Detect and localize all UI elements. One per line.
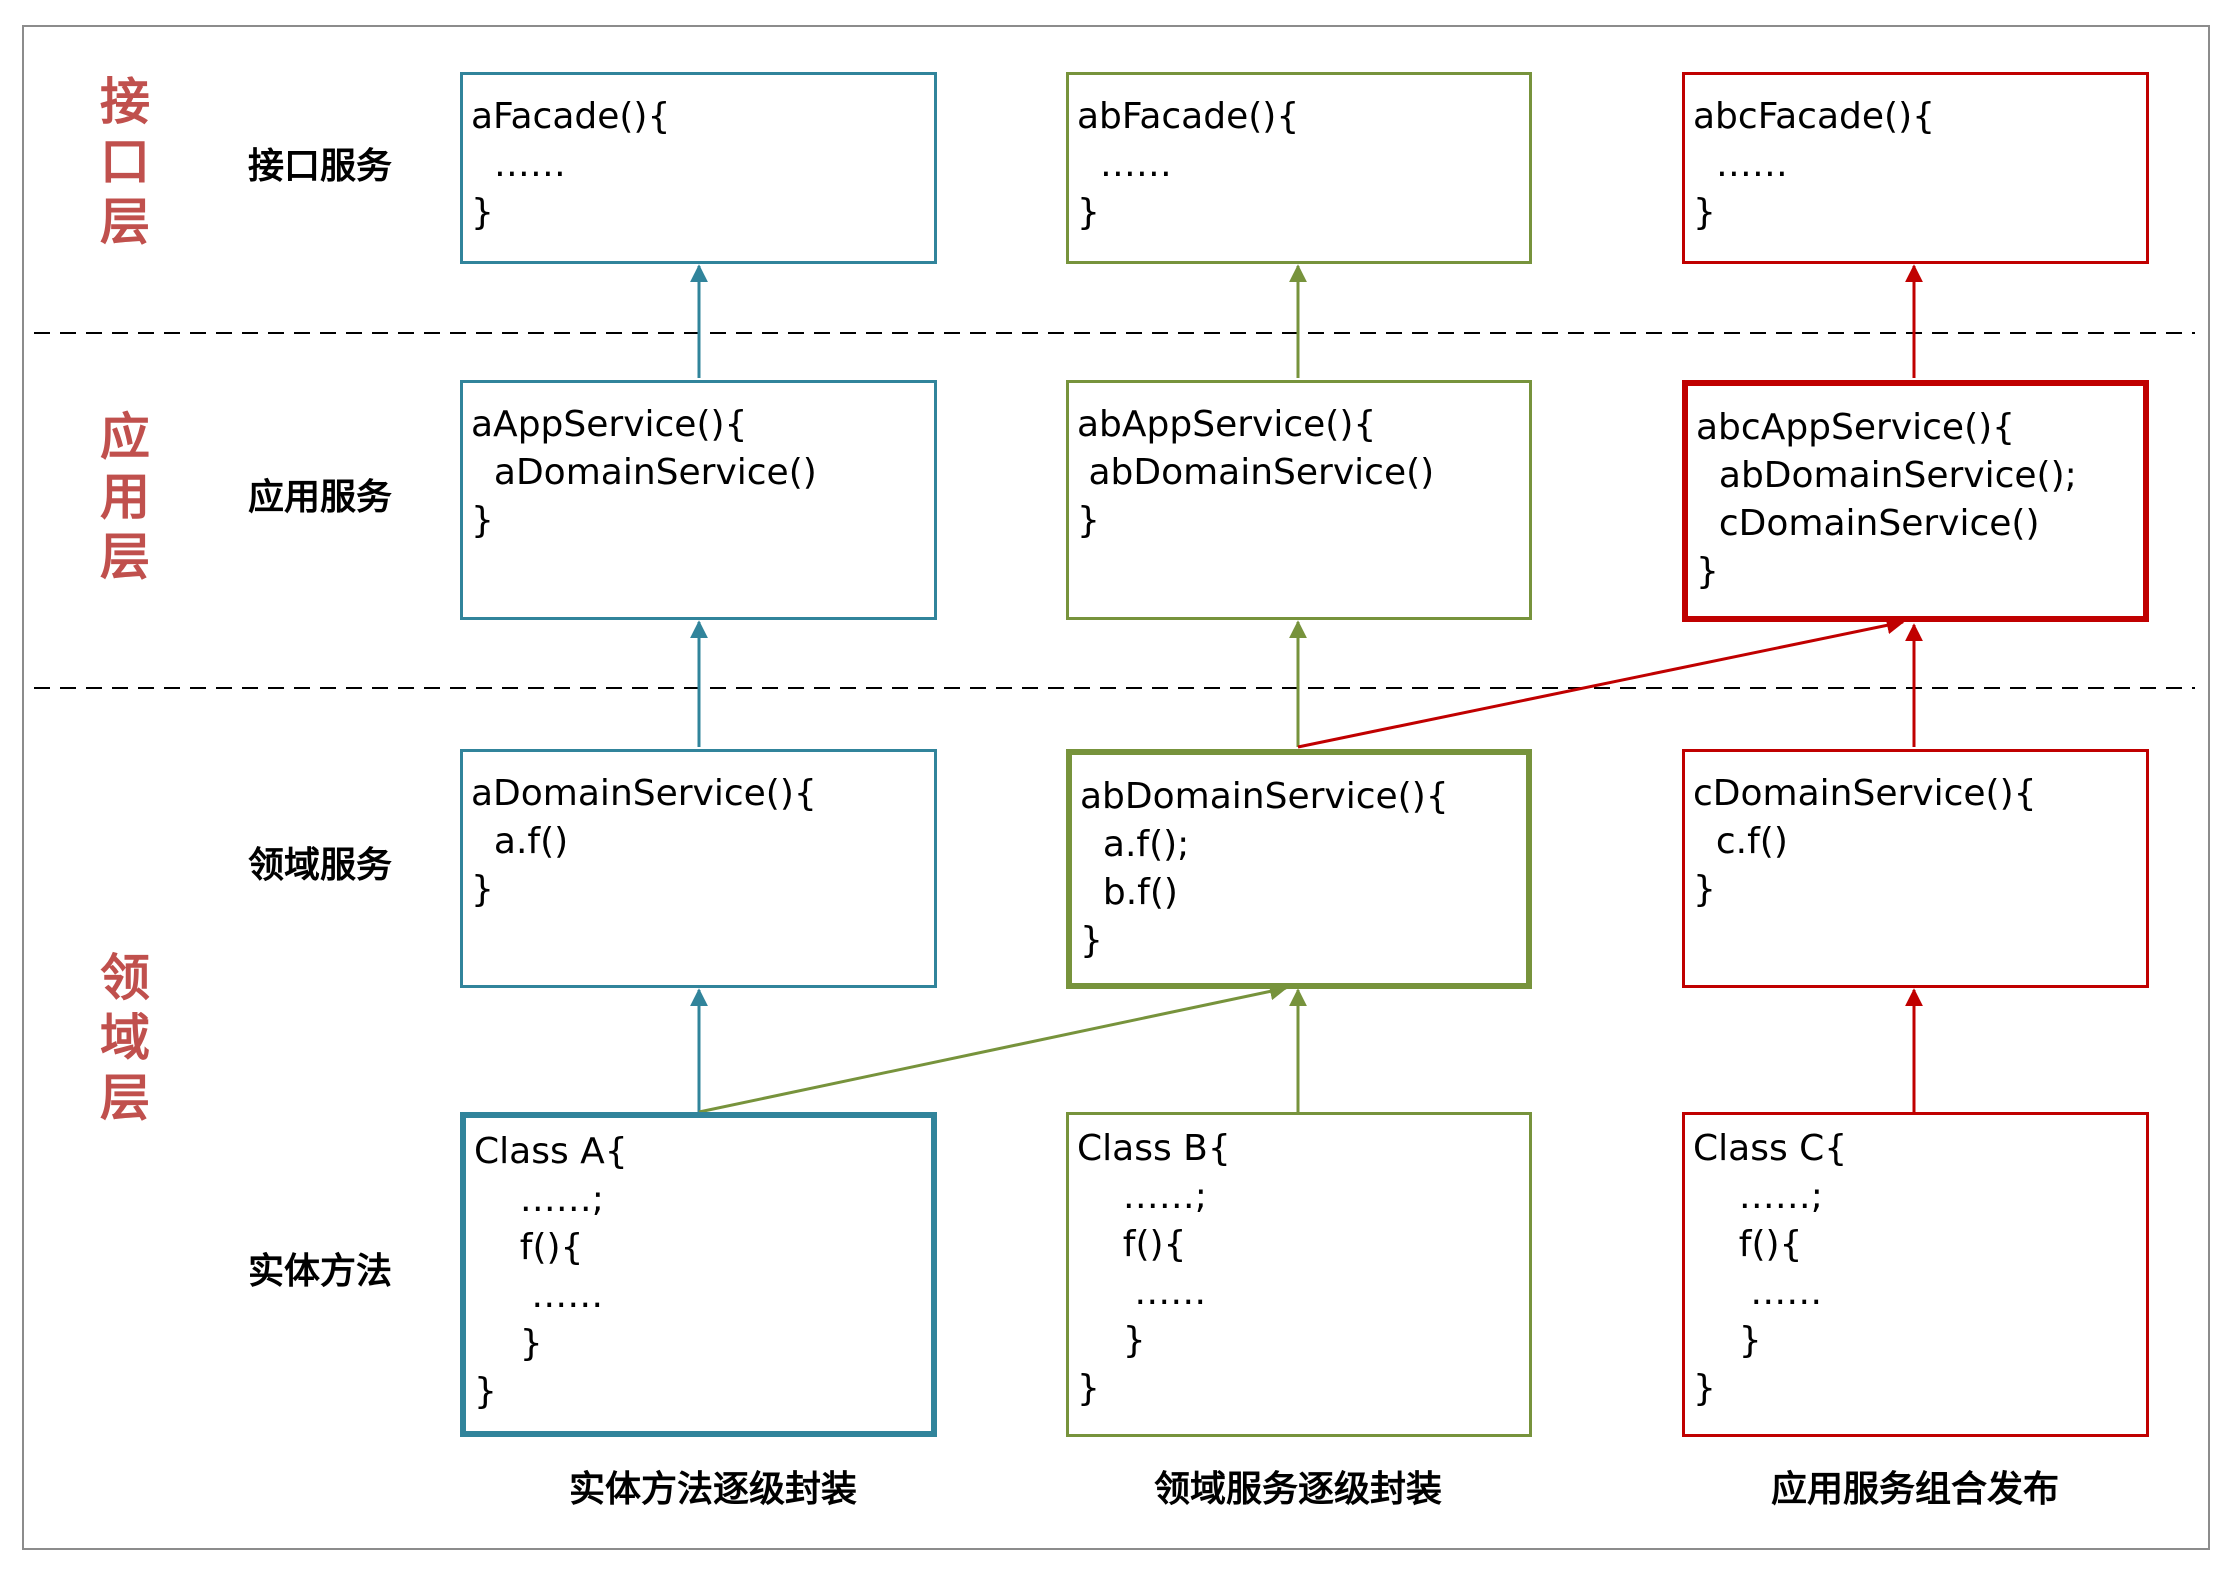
caption-column-c: 应用服务组合发布 bbox=[1770, 1469, 2059, 1510]
box-a-domain-service: aDomainService(){ a.f() } bbox=[460, 749, 937, 988]
diagram-frame bbox=[22, 25, 2210, 1550]
box-a-app-service: aAppService(){ aDomainService() } bbox=[460, 380, 937, 620]
arrow-a-entity-to-b-domain bbox=[698, 982, 1288, 1114]
box-c-app-service: abcAppService(){ abDomainService(); cDom… bbox=[1682, 380, 2149, 622]
layer-label-interface: 接 口 层 bbox=[100, 73, 150, 251]
box-class-b: Class B{ ……; f(){ …… } } bbox=[1066, 1112, 1532, 1437]
box-class-c: Class C{ ……; f(){ …… } } bbox=[1682, 1112, 2149, 1437]
caption-column-a: 实体方法逐级封装 bbox=[568, 1469, 857, 1510]
box-class-a: Class A{ ……; f(){ …… } } bbox=[460, 1112, 937, 1437]
row-label-interface-service: 接口服务 bbox=[247, 146, 392, 187]
row-label-domain-service: 领域服务 bbox=[247, 845, 392, 886]
box-b-facade: abFacade(){ …… } bbox=[1066, 72, 1532, 264]
row-label-app-service: 应用服务 bbox=[247, 477, 392, 518]
arrow-b-domain-to-c-app bbox=[1297, 616, 1905, 749]
box-c-facade: abcFacade(){ …… } bbox=[1682, 72, 2149, 264]
caption-column-b: 领域服务逐级封装 bbox=[1153, 1469, 1442, 1510]
box-c-domain-service: cDomainService(){ c.f() } bbox=[1682, 749, 2149, 988]
layer-label-application: 应 用 层 bbox=[100, 408, 150, 586]
layer-label-domain: 领 域 层 bbox=[100, 949, 150, 1127]
row-label-entity-method: 实体方法 bbox=[247, 1251, 392, 1292]
box-b-domain-service: abDomainService(){ a.f(); b.f() } bbox=[1066, 749, 1532, 989]
box-a-facade: aFacade(){ …… } bbox=[460, 72, 937, 264]
box-b-app-service: abAppService(){ abDomainService() } bbox=[1066, 380, 1532, 620]
